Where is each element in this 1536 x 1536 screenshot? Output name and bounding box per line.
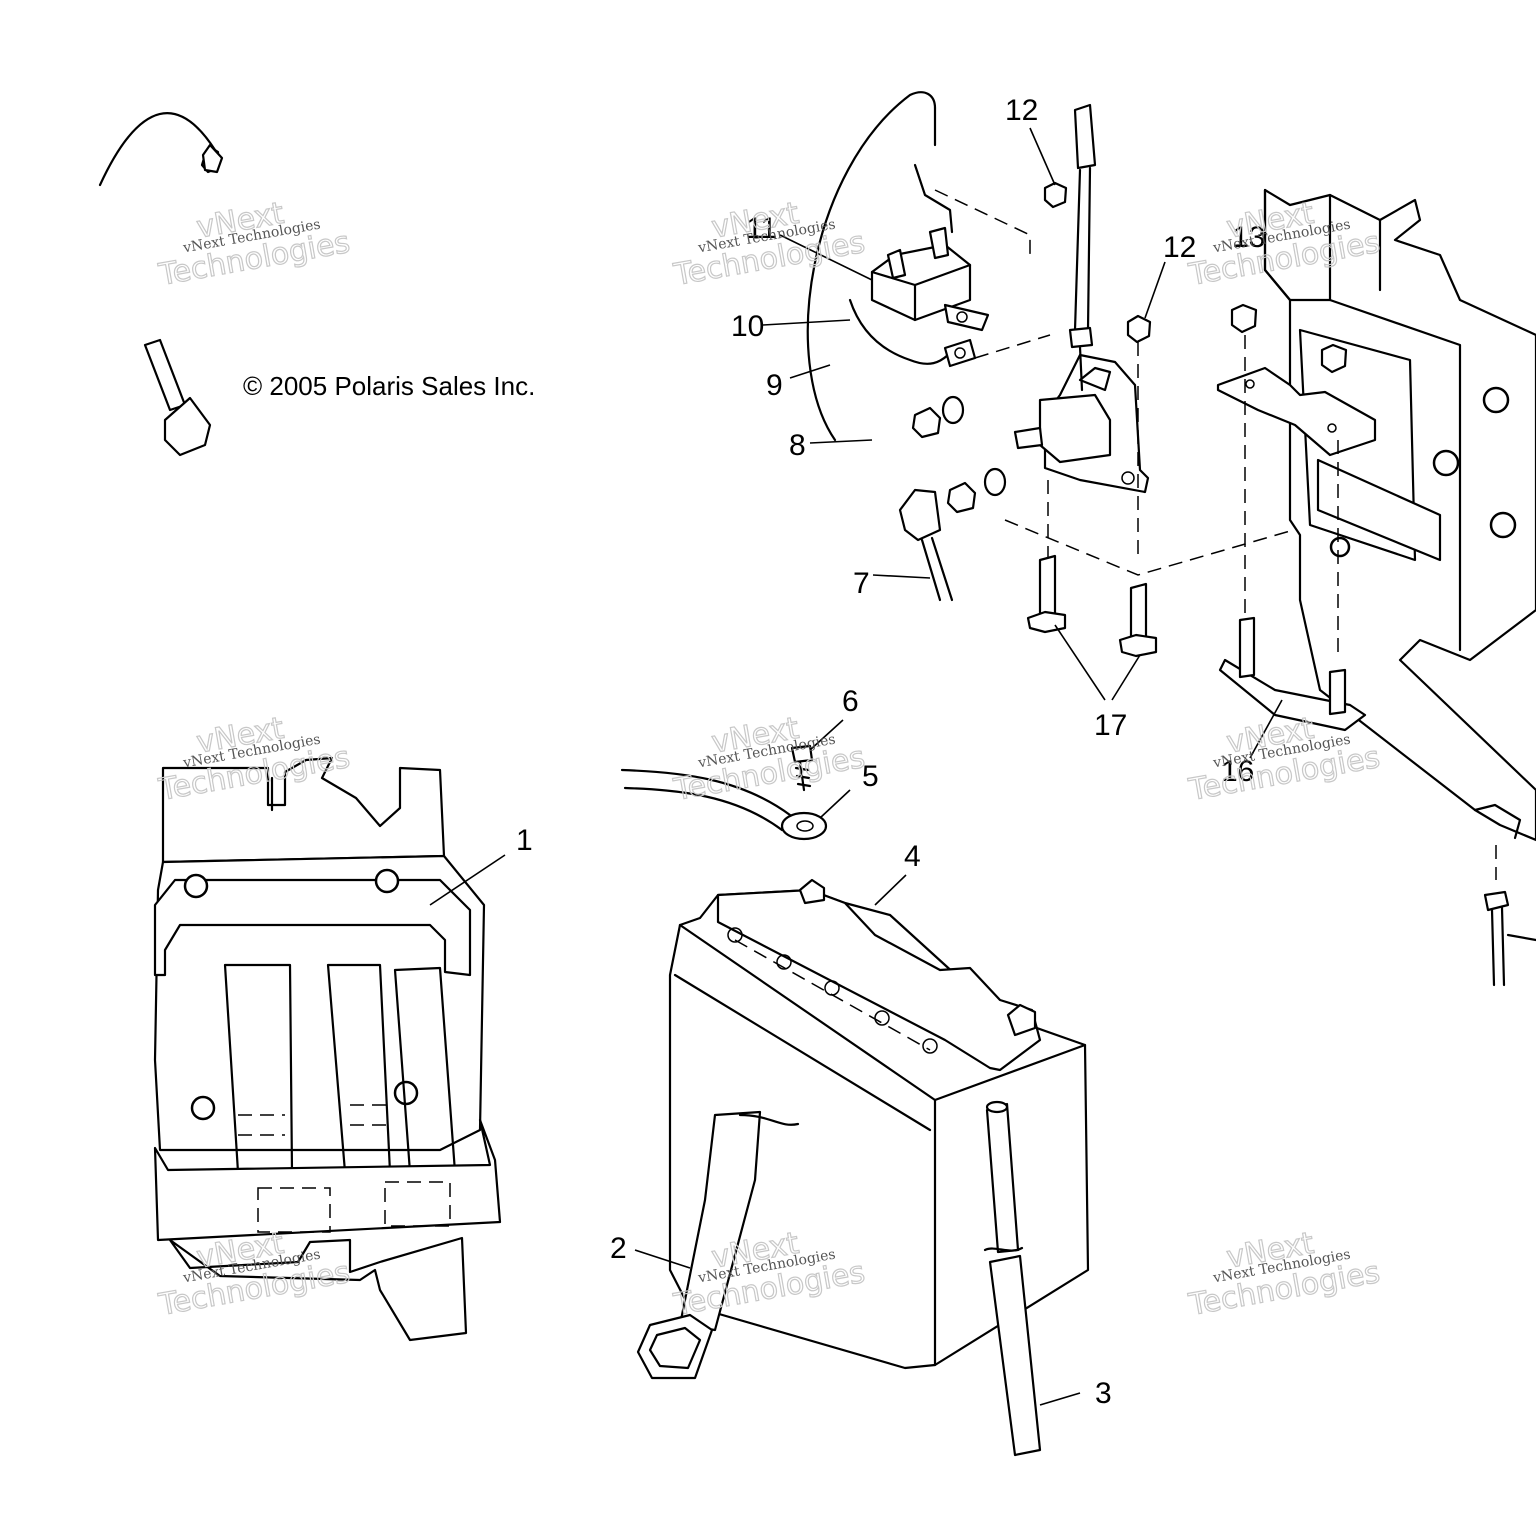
callout-13: 13 [1232,221,1265,254]
hold-down-strap [636,1110,800,1380]
battery-box [153,756,502,1342]
copyright-text: © 2005 Polaris Sales Inc. [243,371,535,401]
callout-3: 3 [1095,1377,1112,1410]
callout-16: 16 [1221,755,1254,788]
watermark-mid-center: vNext vNext Technologies Technologies [670,710,868,808]
callout-6: 6 [842,685,859,718]
leader-lines [429,127,1283,1406]
callout-7: 7 [853,567,870,600]
solenoid-assembly [98,91,1381,658]
callout-17: 17 [1094,709,1127,742]
frame-bracket [1216,188,1536,987]
callout-4: 4 [904,840,921,873]
watermark-top-left: vNext vNext Technologies Technologies [155,195,353,293]
vent-hose [983,1100,1042,1457]
callout-9: 9 [766,369,783,402]
watermark-top-right: vNext vNext Technologies Technologies [1185,195,1383,293]
callout-5: 5 [862,760,879,793]
battery [668,878,1090,1370]
watermark-top-center: vNext vNext Technologies Technologies [670,195,868,293]
callout-12-top: 12 [1005,94,1038,127]
callout-8: 8 [789,429,806,462]
callout-12-right: 12 [1163,231,1196,264]
watermark-bottom-right: vNext vNext Technologies Technologies [1185,1225,1383,1323]
callout-2: 2 [610,1232,627,1265]
callout-10: 10 [731,310,764,343]
ground-cable [620,744,828,841]
callout-11: 11 [746,212,777,245]
callout-labels: 1 2 3 4 5 6 7 8 9 10 11 12 12 13 16 17 [516,94,1265,1410]
callout-1: 1 [516,824,533,857]
